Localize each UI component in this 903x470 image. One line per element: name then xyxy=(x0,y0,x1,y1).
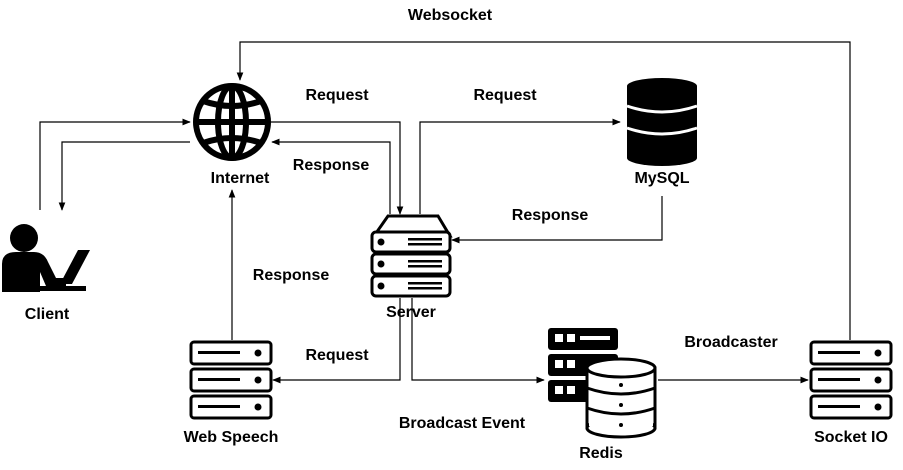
socketio-label: Socket IO xyxy=(814,429,888,446)
redis-icon xyxy=(548,328,657,439)
request-server-mysql-label: Request xyxy=(473,87,537,104)
mysql-label: MySQL xyxy=(634,170,689,187)
response-server-internet-label: Response xyxy=(293,157,370,174)
internet-label: Internet xyxy=(211,170,270,187)
webspeech-label: Web Speech xyxy=(184,429,279,446)
internet-to-client-connector xyxy=(58,141,190,211)
client-label: Client xyxy=(25,306,70,323)
client-to-internet-connector xyxy=(39,118,191,210)
redis-label: Redis xyxy=(579,445,623,462)
server-to-redis-connector xyxy=(411,298,545,384)
request-server-webspeech-label: Request xyxy=(305,347,369,364)
mysql-to-server-connector xyxy=(451,196,663,244)
internet-to-server-connector xyxy=(270,121,404,215)
request-internet-server-label: Request xyxy=(305,87,369,104)
broadcaster-label: Broadcaster xyxy=(684,334,777,351)
server-icon xyxy=(370,214,453,298)
response-webspeech-internet-label: Response xyxy=(253,267,330,284)
websocket-connector xyxy=(236,41,851,340)
broadcast-event-label: Broadcast Event xyxy=(399,415,526,432)
socketio-server-icon xyxy=(809,340,893,420)
server-to-mysql-connector xyxy=(419,118,621,214)
globe-icon xyxy=(193,83,271,161)
response-mysql-server-label: Response xyxy=(512,207,589,224)
server-to-webspeech-connector xyxy=(272,298,401,384)
webspeech-server-icon xyxy=(189,340,273,420)
server-to-internet-connector xyxy=(271,138,391,214)
database-icon xyxy=(626,78,698,166)
websocket-edge-label: Websocket xyxy=(408,7,493,24)
user-laptop-icon xyxy=(2,224,90,292)
server-label: Server xyxy=(386,304,436,321)
